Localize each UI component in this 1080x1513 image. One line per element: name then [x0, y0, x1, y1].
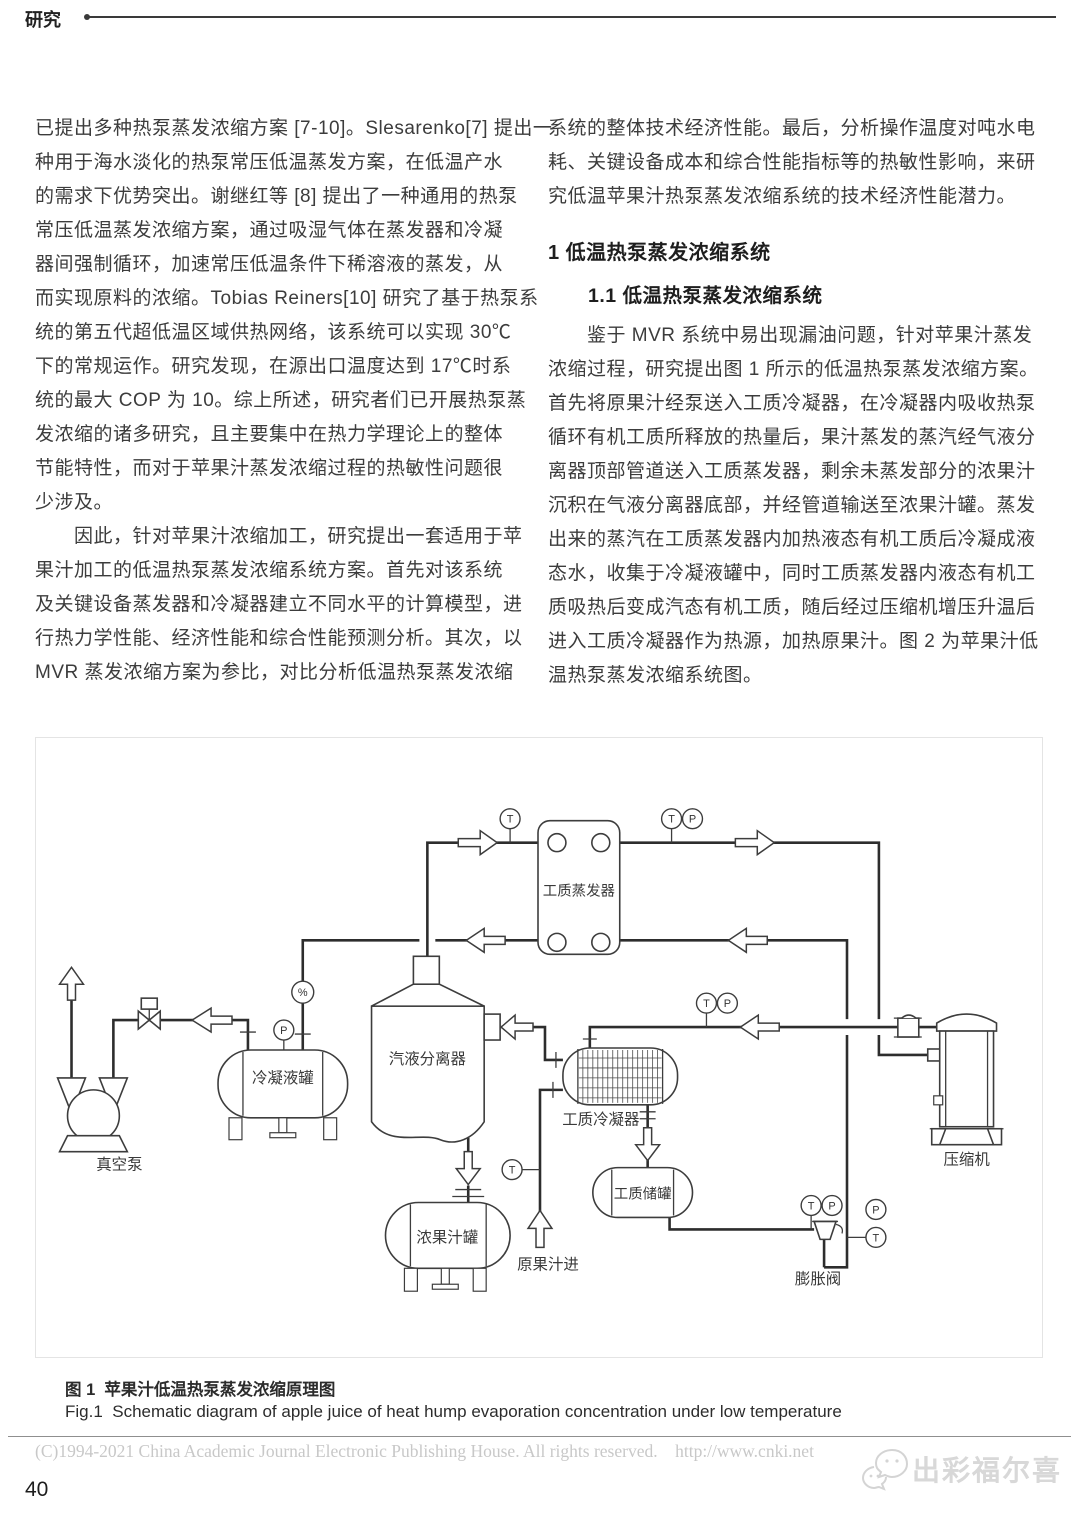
label-compressor: 压缩机 [943, 1151, 990, 1169]
svg-text:P: P [724, 998, 731, 1010]
arrow-up-icon [526, 1209, 554, 1249]
flow-arrows [58, 829, 780, 1249]
plate-evaporator: 工质蒸发器 [537, 819, 621, 956]
condensate-tank: 冷凝液罐 [217, 1031, 349, 1141]
label-storage-tank: 工质储罐 [614, 1186, 672, 1203]
svg-text:P: P [872, 1204, 879, 1216]
temperature-gauge: T [501, 1158, 540, 1181]
arrow-left-icon [190, 1006, 233, 1034]
paragraph: 因此，针对苹果汁浓缩加工，研究提出一套适用于苹 果汁加工的低温热泵蒸发浓缩系统方… [35, 526, 523, 683]
svg-text:T: T [873, 1232, 880, 1244]
vacuum-pump: 真空泵 [56, 1077, 143, 1174]
arrow-down-icon [454, 1150, 482, 1186]
svg-text:P: P [828, 1200, 835, 1212]
right-column: 系统的整体技术经济性能。最后，分析操作温度对吨水电 耗、关键设备成本和综合性能指… [548, 112, 1039, 693]
left-column: 已提出多种热泵蒸发浓缩方案 [7-10]。Slesarenko[7] 提出一 种… [35, 112, 553, 690]
arrow-left-icon [464, 926, 506, 954]
arrow-left-icon [727, 926, 769, 954]
label-evaporator: 工质蒸发器 [543, 882, 616, 899]
working-fluid-condenser: 工质冷凝器 [552, 1038, 679, 1129]
concentrated-juice-tank: 浓果汁罐 [384, 1201, 511, 1292]
temperature-gauge: T [800, 1194, 822, 1230]
section-label: 研究 [25, 10, 61, 30]
label-separator: 汽液分离器 [389, 1050, 466, 1068]
vacuum-valve-icon [137, 997, 162, 1031]
arrow-left-icon [739, 1013, 780, 1041]
arrow-right-icon [734, 829, 776, 857]
expansion-valve-icon: 膨胀阀 [795, 1220, 844, 1288]
svg-text:P: P [280, 1025, 287, 1037]
svg-text:T: T [509, 1165, 516, 1177]
temperature-gauge: T [660, 808, 683, 843]
label-condenser: 工质冷凝器 [562, 1111, 639, 1129]
temperature-gauge: T [847, 1226, 887, 1249]
figure-caption-en: Fig.1 Schematic diagram of apple juice o… [65, 1402, 842, 1421]
label-vacuum-pump: 真空泵 [96, 1156, 142, 1174]
label-condensate-tank: 冷凝液罐 [252, 1069, 314, 1087]
pressure-gauge: P [821, 1194, 843, 1217]
page-number: 40 [25, 1478, 49, 1501]
svg-text:T: T [703, 998, 710, 1010]
temperature-gauge: T [499, 808, 521, 843]
subsection-heading: 1.1 低温热泵蒸发浓缩系统 [588, 285, 823, 307]
section-heading: 1 低温热泵蒸发浓缩系统 [548, 242, 771, 264]
pressure-gauge: P [273, 1019, 295, 1050]
svg-text:T: T [808, 1200, 815, 1212]
footer-divider [8, 1436, 1071, 1437]
header-rule [84, 14, 1056, 20]
paragraph: 鉴于 MVR 系统中易出现漏油问题，针对苹果汁蒸发 浓缩过程，研究提出图 1 所… [548, 325, 1039, 686]
pressure-gauge: P [865, 1198, 887, 1221]
copyright-notice: (C)1994-2021 China Academic Journal Elec… [35, 1441, 814, 1461]
watermark: 出彩福尔喜 [862, 1447, 1062, 1491]
temperature-gauge: T [695, 992, 718, 1028]
svg-text:P: P [689, 814, 696, 826]
header-rule-dot [84, 14, 90, 20]
watermark-text: 出彩福尔喜 [912, 1455, 1063, 1486]
pressure-gauge: P [716, 992, 739, 1014]
vapor-liquid-separator: 汽液分离器 [370, 955, 501, 1198]
label-expansion-valve: 膨胀阀 [795, 1270, 841, 1288]
chat-bubbles-logo-icon [862, 1448, 908, 1491]
working-fluid-storage-tank: 工质储罐 [592, 1166, 694, 1219]
figure-diagram: 工质蒸发器 汽液分离器 冷凝液罐 [56, 808, 1004, 1292]
compressor: 压缩机 [893, 1013, 1004, 1169]
arrow-down-icon [634, 1126, 662, 1162]
pipes [70, 841, 939, 1269]
svg-text:T: T [668, 814, 675, 826]
svg-text:T: T [507, 814, 514, 826]
arrow-up-icon [58, 965, 85, 1001]
figure-caption-zh: 图 1 苹果汁低温热泵蒸发浓缩原理图 [65, 1381, 336, 1399]
pressure-gauge: P [681, 808, 704, 830]
figure: 工质蒸发器 汽液分离器 冷凝液罐 [35, 737, 1043, 1358]
sight-glass-icon: % [291, 980, 315, 1004]
gauges: T T P T P [273, 808, 887, 1249]
label-juice-tank: 浓果汁罐 [416, 1228, 478, 1246]
arrow-right-icon [457, 829, 499, 857]
label-raw-juice-in: 原果汁进 [517, 1255, 579, 1273]
arrow-left-icon [499, 1013, 534, 1041]
paragraph: 系统的整体技术经济性能。最后，分析操作温度对吨水电 耗、关键设备成本和综合性能指… [548, 118, 1036, 207]
paragraph: 已提出多种热泵蒸发浓缩方案 [7-10]。Slesarenko[7] 提出一 种… [35, 118, 553, 513]
svg-text:%: % [298, 987, 308, 999]
